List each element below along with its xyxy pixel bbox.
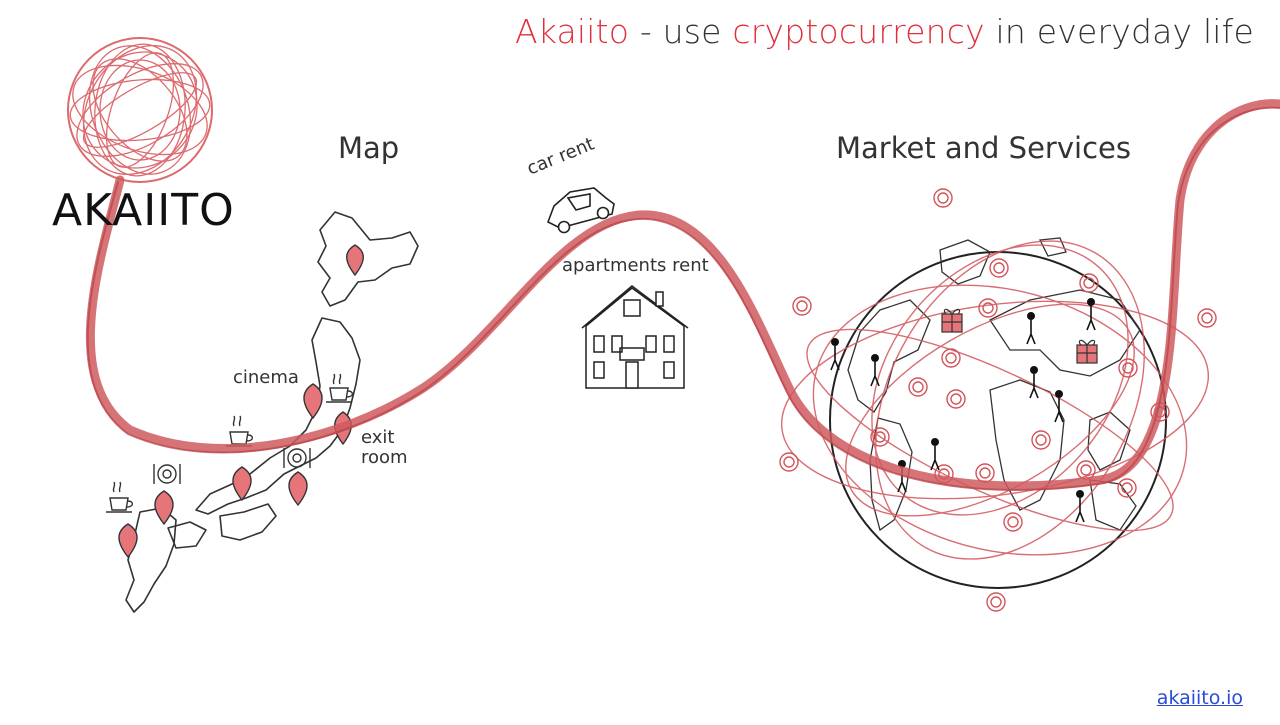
person-icon (830, 337, 840, 371)
crypto-coin-icon (933, 188, 953, 208)
coffee-cup-icon (226, 415, 254, 447)
globe-icon (829, 237, 1167, 589)
headline: Akaiito - use cryptocurrency in everyday… (515, 12, 1254, 51)
person-icon (930, 437, 940, 471)
plate-fork-knife-icon (153, 464, 181, 484)
person-icon (1026, 311, 1036, 345)
house-icon (581, 285, 689, 389)
gift-icon (941, 308, 963, 333)
person-icon (1086, 297, 1096, 331)
car-icon (546, 187, 615, 234)
gifts (941, 308, 1098, 364)
headline-brand: Akaiito (514, 12, 630, 51)
person-icon (1075, 489, 1085, 523)
map-pin-icon (232, 466, 252, 502)
crypto-coin-icon (989, 258, 1009, 278)
section-title-map: Map (338, 131, 400, 165)
people (830, 297, 1096, 523)
map-pin-icon (288, 471, 308, 507)
crypto-coin-icon (1117, 478, 1137, 498)
crypto-coin-icon (978, 298, 998, 318)
map-pin-icon (346, 244, 364, 277)
crypto-coin-icon (986, 592, 1006, 612)
headline-tail: in everyday life (984, 12, 1254, 51)
crypto-coin-icon (1031, 430, 1051, 450)
crypto-coin-icon (1118, 358, 1138, 378)
label-cinema: cinema (233, 367, 299, 388)
plate-fork-knife-icon (283, 448, 311, 468)
crypto-coin-icon (908, 377, 928, 397)
crypto-coin-icon (779, 452, 799, 472)
label-exit-room: exit room (361, 428, 408, 468)
headline-separator: - use (629, 12, 733, 51)
logo-text: AKAIITO (52, 185, 235, 236)
map-pin-icon (154, 490, 174, 526)
label-exit-line2: room (361, 447, 408, 468)
person-icon (1029, 365, 1039, 399)
website-link[interactable]: akaiito.io (1156, 687, 1243, 709)
crypto-coin-icon (941, 348, 961, 368)
coffee-cup-icon (106, 481, 134, 513)
headline-highlight: cryptocurrency (732, 12, 985, 51)
map-pin-icon (118, 523, 138, 559)
orbit-threads (780, 240, 1210, 560)
map-pin-icon (303, 383, 323, 420)
gift-icon (1076, 339, 1098, 364)
crypto-coin-icon (1197, 308, 1217, 328)
label-exit-line1: exit (361, 427, 395, 448)
map-pins (118, 244, 364, 559)
coffee-cup-icon (326, 373, 354, 403)
crypto-coin-icon (1003, 512, 1023, 532)
label-apartments-rent: apartments rent (562, 255, 709, 276)
red-thread (85, 99, 1280, 491)
person-icon (870, 353, 880, 387)
yarn-ball-logo (67, 37, 213, 183)
crypto-coin-icon (792, 296, 812, 316)
food-icons (106, 373, 354, 513)
section-title-market: Market and Services (836, 131, 1131, 165)
crypto-coin-icon (1079, 273, 1099, 293)
crypto-coin-icon (946, 389, 966, 409)
person-icon (1054, 389, 1064, 423)
crypto-coin-icon (870, 427, 890, 447)
